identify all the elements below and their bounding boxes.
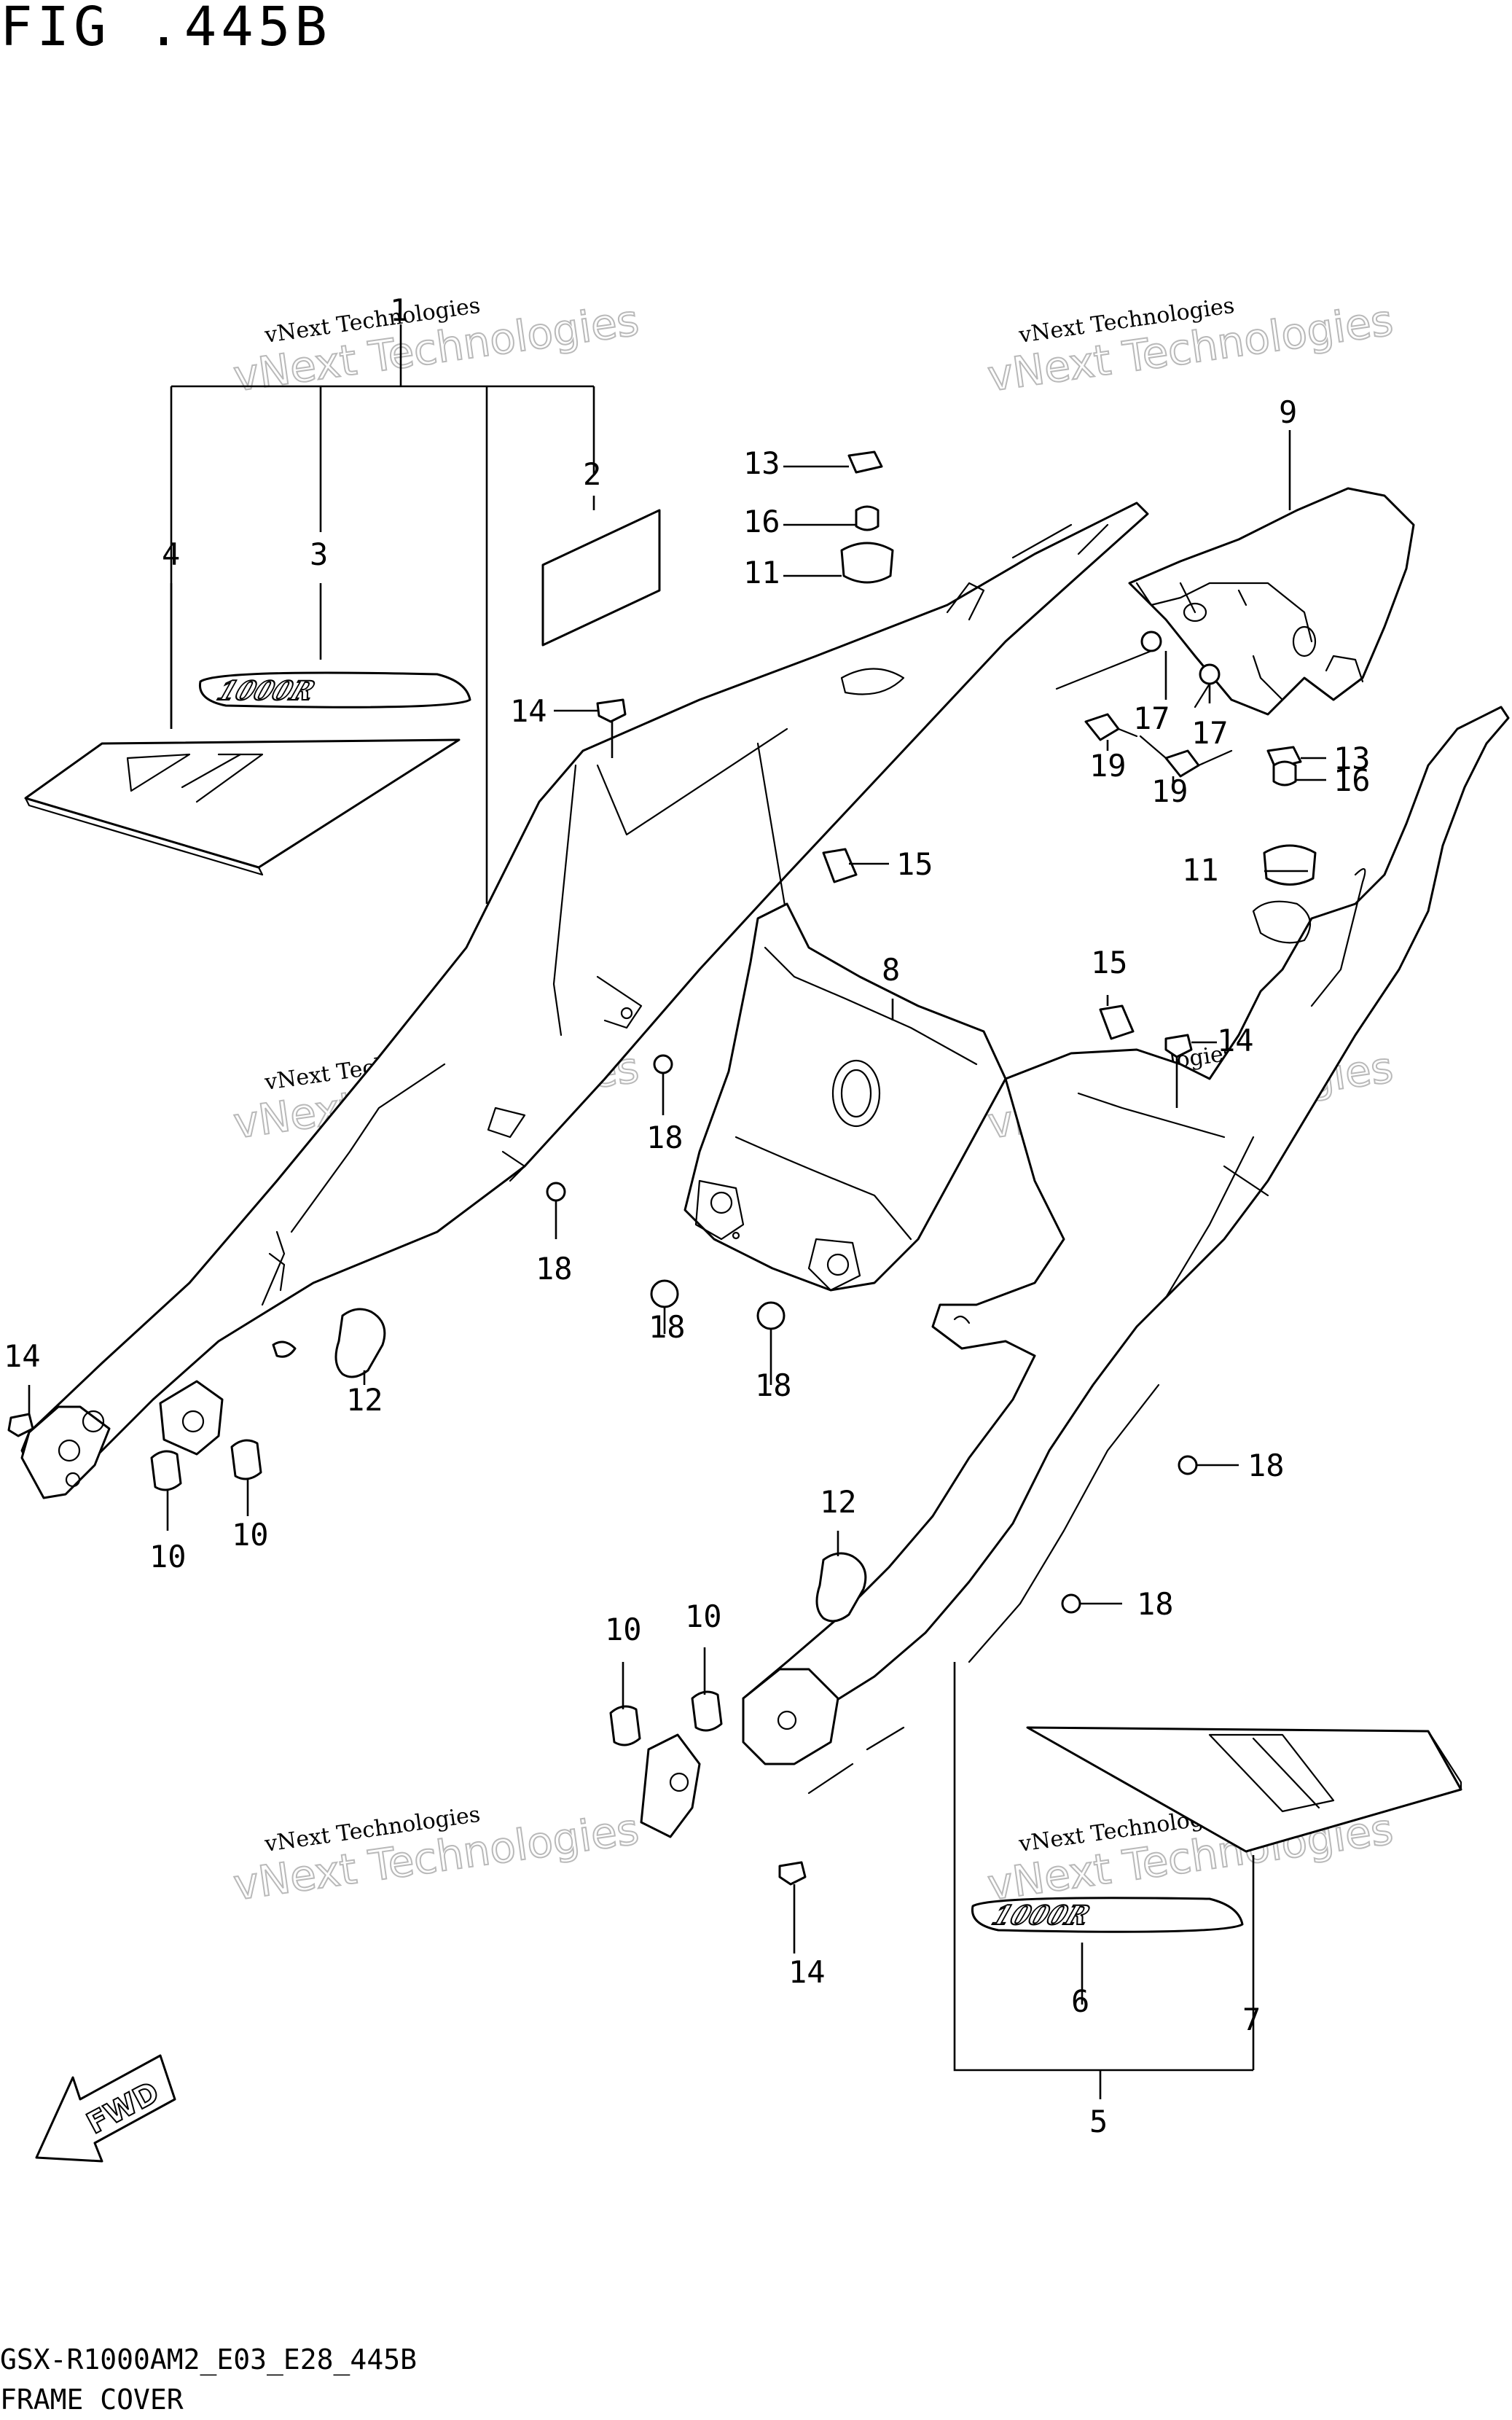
part-14-bolt xyxy=(1164,1034,1193,1058)
callout-10: 10 xyxy=(232,1517,269,1553)
callout-16: 16 xyxy=(1333,762,1371,798)
callout-13: 13 xyxy=(743,445,780,481)
part-17-clip xyxy=(1140,631,1162,652)
callout-labels: 1 2 3 4 5 6 7 8 9 10 10 10 10 11 11 12 1… xyxy=(4,292,1371,2139)
part-12-grommet xyxy=(334,1308,386,1378)
part-10-damper xyxy=(609,1705,641,1746)
leader-lines xyxy=(170,324,595,904)
callout-18: 18 xyxy=(755,1367,792,1403)
watermark: vNext Technologies vNext Technologies xyxy=(984,293,1396,402)
part-6-emblem: 1000R xyxy=(971,1897,1244,1933)
part-3-emblem: 1000R xyxy=(198,671,471,709)
callout-17: 17 xyxy=(1133,700,1170,736)
part-11-grommet xyxy=(1263,844,1317,886)
watermark: vNext Technologies vNext Technologies xyxy=(230,293,642,402)
right-frame-cover xyxy=(640,706,1510,1838)
callout-2: 2 xyxy=(583,456,601,492)
part-18-rivet xyxy=(546,1182,566,1202)
part-18-rivet xyxy=(1061,1593,1081,1614)
callout-12: 12 xyxy=(820,1484,857,1520)
part-18-rivet xyxy=(650,1279,679,1308)
callout-8: 8 xyxy=(882,952,900,988)
part-10-damper xyxy=(150,1450,182,1491)
part-7-stripe-decal xyxy=(1026,1726,1462,1853)
figure-code: GSX-R1000AM2_E03_E28_445B xyxy=(0,2343,417,2376)
callout-5: 5 xyxy=(1089,2104,1108,2139)
figure-title: FIG .445B xyxy=(0,0,332,58)
fasteners xyxy=(7,450,1317,1886)
callout-18: 18 xyxy=(1137,1586,1174,1622)
decal-text: 1000R xyxy=(213,675,319,706)
callout-18: 18 xyxy=(646,1120,683,1155)
callout-12: 12 xyxy=(346,1382,383,1418)
part-9-tail-cowl xyxy=(1128,487,1415,716)
part-4-stripe-decal xyxy=(24,738,461,876)
callout-15: 15 xyxy=(896,846,933,882)
callout-1: 1 xyxy=(390,292,408,328)
callout-14: 14 xyxy=(4,1338,41,1374)
callout-11: 11 xyxy=(743,555,780,590)
decal-text: 1000R xyxy=(988,1900,1094,1931)
part-13-screw xyxy=(847,450,883,474)
callout-11: 11 xyxy=(1182,852,1219,888)
callout-14: 14 xyxy=(788,1954,826,1990)
part-18-rivet xyxy=(653,1054,673,1074)
callout-15: 15 xyxy=(1091,945,1128,980)
part-17-clip xyxy=(1199,663,1221,685)
part-14-bolt xyxy=(596,698,627,723)
callout-18: 18 xyxy=(1247,1448,1285,1483)
part-15-clip-nut xyxy=(822,848,858,883)
figure-name: FRAME COVER xyxy=(0,2384,184,2416)
callout-10: 10 xyxy=(149,1539,187,1574)
part-14-bolt xyxy=(778,1861,807,1886)
part-19-screw xyxy=(1164,749,1200,778)
part-12-grommet xyxy=(815,1552,867,1623)
callout-4: 4 xyxy=(162,536,180,572)
callout-14: 14 xyxy=(510,693,547,729)
part-19-screw xyxy=(1084,713,1120,741)
callout-19: 19 xyxy=(1151,773,1188,809)
part-15-clip-nut xyxy=(1099,1004,1135,1040)
left-decal-set: 1000R xyxy=(24,324,661,904)
callout-6: 6 xyxy=(1071,1983,1089,2019)
callout-9: 9 xyxy=(1279,394,1297,430)
fwd-arrow: FWD xyxy=(35,2054,176,2163)
callout-18: 18 xyxy=(649,1309,686,1345)
part-2-label-sticker xyxy=(541,509,661,647)
callout-17: 17 xyxy=(1191,715,1229,751)
callout-leaders xyxy=(28,430,1326,1953)
callout-14: 14 xyxy=(1217,1023,1254,1058)
callout-13: 13 xyxy=(1333,741,1371,776)
callout-19: 19 xyxy=(1089,748,1127,784)
watermark: vNext Technologies vNext Technologies xyxy=(230,1802,642,1910)
leader-lines xyxy=(953,1662,1255,2099)
part-10-damper xyxy=(691,1690,723,1732)
part-8-center-cover xyxy=(683,902,1007,1292)
part-11-grommet xyxy=(840,542,894,584)
left-frame-cover xyxy=(20,501,1149,1499)
callout-7: 7 xyxy=(1242,2002,1261,2037)
callout-18: 18 xyxy=(536,1251,573,1287)
part-16-collar xyxy=(855,505,880,531)
part-18-rivet xyxy=(1178,1455,1198,1475)
right-decal-set: 1000R xyxy=(953,1662,1462,2099)
part-10-damper xyxy=(230,1439,262,1480)
part-18-rivet xyxy=(756,1301,786,1330)
callout-3: 3 xyxy=(310,536,328,572)
callout-10: 10 xyxy=(605,1612,642,1647)
callout-16: 16 xyxy=(743,504,780,539)
callout-10: 10 xyxy=(685,1599,722,1634)
part-16-collar xyxy=(1272,760,1297,786)
part-14-bolt xyxy=(7,1413,34,1437)
